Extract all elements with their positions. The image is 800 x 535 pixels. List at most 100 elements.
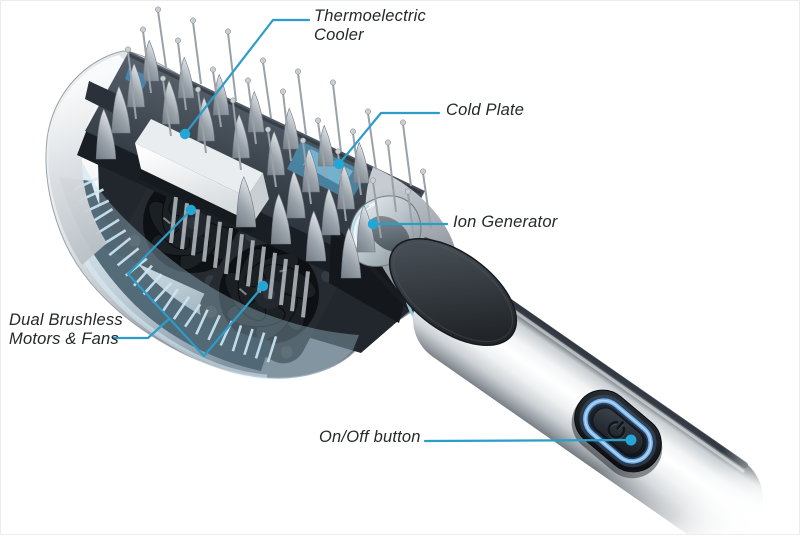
- bristle-pin-tip: [225, 28, 231, 35]
- bristle-pin: [197, 90, 207, 154]
- bristle-pin-tip: [190, 17, 196, 24]
- bristle-cone: [197, 96, 215, 142]
- fan-marking: [162, 217, 171, 225]
- bristle-pin: [387, 143, 397, 213]
- label-dual-brushless-motors-fans: Dual Brushless Motors & Fans: [9, 311, 123, 349]
- bristle-pin: [367, 112, 377, 170]
- label-line: Cooler: [314, 26, 364, 45]
- callout-dots: [179, 128, 637, 446]
- bristle-pin-tip: [335, 148, 341, 155]
- bristle-cone: [270, 193, 292, 245]
- vent-slat: [102, 229, 127, 246]
- bristle-pin-tip: [280, 88, 286, 95]
- heatsink-fin: [191, 209, 200, 256]
- bristle-pin-tip: [265, 126, 271, 133]
- bristle-pin: [267, 130, 277, 188]
- bristle-pin: [262, 61, 272, 119]
- bristle-pin: [317, 121, 327, 179]
- bristle-pin: [157, 10, 167, 68]
- bristle-cone: [95, 108, 117, 160]
- bristle-pin-tip: [160, 75, 166, 82]
- label-line: Thermoelectric: [314, 7, 426, 25]
- bristle-cone: [142, 39, 160, 82]
- grip-patch-body: [388, 237, 518, 347]
- bristle-pin: [352, 132, 362, 196]
- vent-slat: [184, 303, 202, 328]
- label-thermoelectric-cooler: Thermoelectric Cooler: [314, 7, 426, 45]
- fan-screw-hole: [280, 346, 293, 359]
- bristle-pin-tip: [140, 26, 146, 33]
- heatsink-fin: [224, 227, 233, 275]
- heatsink-fin: [279, 258, 288, 306]
- heatsink-fin: [246, 240, 255, 287]
- grip-patch-highlight: [393, 242, 513, 342]
- label-ion-generator: Ion Generator: [453, 213, 557, 232]
- callout-dot-ion-generator: [367, 218, 379, 230]
- bristle-pin-tip: [385, 139, 391, 146]
- callout-line-on-off: [423, 438, 633, 443]
- bristle-pin-tip: [350, 128, 356, 135]
- label-line: Dual Brushless: [9, 311, 123, 329]
- callout-dot-cold-plate: [333, 158, 345, 170]
- vent-slat: [172, 296, 191, 320]
- bristle-pin-tip: [125, 46, 131, 53]
- vent-slat: [243, 328, 254, 356]
- heatsink-fin: [202, 215, 211, 262]
- nozzle-highlight: [353, 201, 378, 248]
- bristle-pin-tip: [315, 117, 321, 124]
- label-line: On/Off button: [319, 428, 421, 446]
- bristle-cone: [111, 85, 131, 134]
- bristle-pin: [192, 21, 202, 85]
- bristle-field: [95, 6, 432, 279]
- bristle-pin: [142, 30, 152, 94]
- bristle-pin-tip: [260, 57, 266, 64]
- translucent-shell-tint: [51, 149, 359, 379]
- bristle-cone: [282, 107, 300, 150]
- vent-slat: [231, 324, 243, 352]
- callout-line-dual-brushless: [111, 208, 265, 358]
- bristle-pin: [127, 50, 137, 120]
- callout-dot-thermoelectric-cooler: [179, 128, 191, 140]
- chrome-rim-left: [48, 55, 132, 265]
- bristle-pin-tip: [370, 177, 376, 184]
- bristle-pin: [422, 172, 432, 230]
- bristle-pin-tip: [195, 86, 201, 93]
- heatsink-fin: [169, 196, 178, 244]
- bristle-pin: [372, 181, 382, 239]
- frame-clip: [85, 81, 119, 113]
- grip-patch: [388, 237, 518, 347]
- vent-slat: [254, 332, 266, 359]
- bristle-cone: [177, 56, 195, 99]
- label-on-off-button: On/Off button: [319, 428, 421, 447]
- label-line: Ion Generator: [453, 213, 558, 231]
- vent-slat: [195, 309, 209, 335]
- heatsink-fin: [235, 233, 244, 281]
- bristle-cone: [356, 204, 376, 253]
- vent-slat: [108, 237, 132, 257]
- bristle-pin: [282, 92, 292, 162]
- vent-slat: [207, 314, 221, 341]
- label-cold-plate: Cold Plate: [446, 101, 524, 120]
- heatsink-fins: [169, 196, 310, 318]
- bristle-cone: [321, 187, 341, 236]
- bristle-pin-tip: [330, 79, 336, 86]
- tec-front-face: [135, 143, 253, 223]
- callout-line-cold-plate: [337, 111, 441, 166]
- bristle-pin-tip: [420, 168, 426, 175]
- bristle-cone: [235, 176, 257, 228]
- bottom-fadeout: [421, 469, 799, 534]
- bristle-pin-tip: [210, 66, 216, 73]
- bristle-pin-tip: [295, 68, 301, 75]
- bristle-pin-tip: [405, 188, 411, 195]
- bristle-pin: [162, 79, 172, 137]
- callout-dot-fan-right: [257, 280, 269, 292]
- heatsink-fin: [213, 221, 222, 269]
- bristle-pin: [302, 141, 312, 205]
- bristle-pin: [177, 41, 187, 111]
- vent-slat: [152, 281, 173, 304]
- bristle-cone: [340, 227, 362, 279]
- heatsink-fin: [268, 252, 277, 300]
- bristle-cone: [305, 210, 327, 262]
